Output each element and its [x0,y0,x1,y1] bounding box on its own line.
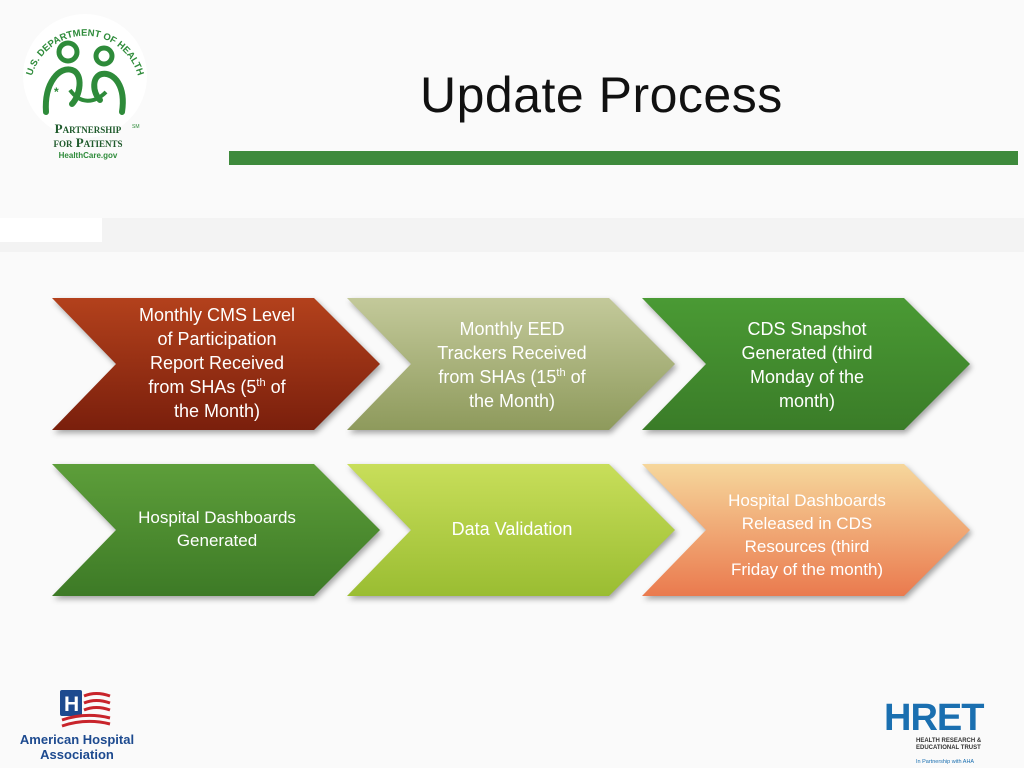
hret-sub3: In Partnership with AHA [916,759,975,765]
svg-text:SM: SM [132,124,140,130]
process-step-label: Monthly EED Trackers Received from SHAs (1… [407,298,617,432]
step-line: CDS Snapshot [747,319,867,339]
aha-line2: Association [40,747,114,762]
step-line: Trackers Received [437,343,587,363]
aha-flag-icon: H [60,690,111,728]
step-line: Friday of the month) [730,560,884,579]
step-line: of Participation [157,329,277,349]
aha-line1: American Hospital [19,732,135,747]
hret-logo: HRET HEALTH RESEARCH & EDUCATIONAL TRUST… [884,697,1006,768]
header-band [0,218,1024,252]
step-line: Monday of the [749,367,865,387]
chevron-shape [52,298,380,430]
process-step-5: Data Validation [347,464,677,598]
aha-logo: H American Hospital Association [12,688,142,768]
chevron-shape [52,464,380,596]
step-line: the Month) [468,391,556,411]
hret-sub2: EDUCATIONAL TRUST [916,745,981,751]
hhs-line1: Partnership [54,121,122,136]
step-line: Hospital Dashboards [728,491,886,510]
step-line: the Month) [173,401,261,421]
hret-word: HRET [884,697,984,739]
hhs-url: HealthCare.gov [58,151,118,160]
header-band-highlight [0,218,102,242]
chevron-shape [347,298,675,430]
process-step-label: Data Validation [407,462,617,596]
svg-text:H: H [64,693,79,716]
step-line: Generated [176,531,258,550]
step-line: from SHAs (5th of [148,377,286,397]
hhs-line2: for Patients [53,135,123,150]
step-line: Hospital Dashboards [138,508,296,527]
slide-title: Update Process [420,67,783,123]
chevron-shape [347,464,675,596]
step-line: Released in CDS [741,514,873,533]
chevron-shape [642,464,970,596]
step-line: Resources (third [744,537,870,556]
step-line: from SHAs (15th of [438,367,586,387]
hret-sub1: HEALTH RESEARCH & [916,738,982,744]
hret-sub: HEALTH RESEARCH & EDUCATIONAL TRUST [916,738,1006,752]
hhs-partnership-logo: U.S. DEPARTMENT OF HEALTH & HUMAN SERVIC… [6,0,160,174]
step-line: Report Received [149,353,285,373]
step-line: Monthly CMS Level [138,305,296,325]
process-step-2: Monthly EED Trackers Received from SHAs (1… [347,298,677,432]
step-line: Generated (third [741,343,873,363]
title-rule [229,151,1018,165]
step-line: Data Validation [451,519,573,539]
chevron-shape [642,298,970,430]
step-line: month) [778,391,836,411]
hhs-logo-graphic: U.S. DEPARTMENT OF HEALTH & HUMAN SERVIC… [6,0,147,138]
step-line: Monthly EED [459,319,565,339]
svg-text:*: * [54,85,59,99]
